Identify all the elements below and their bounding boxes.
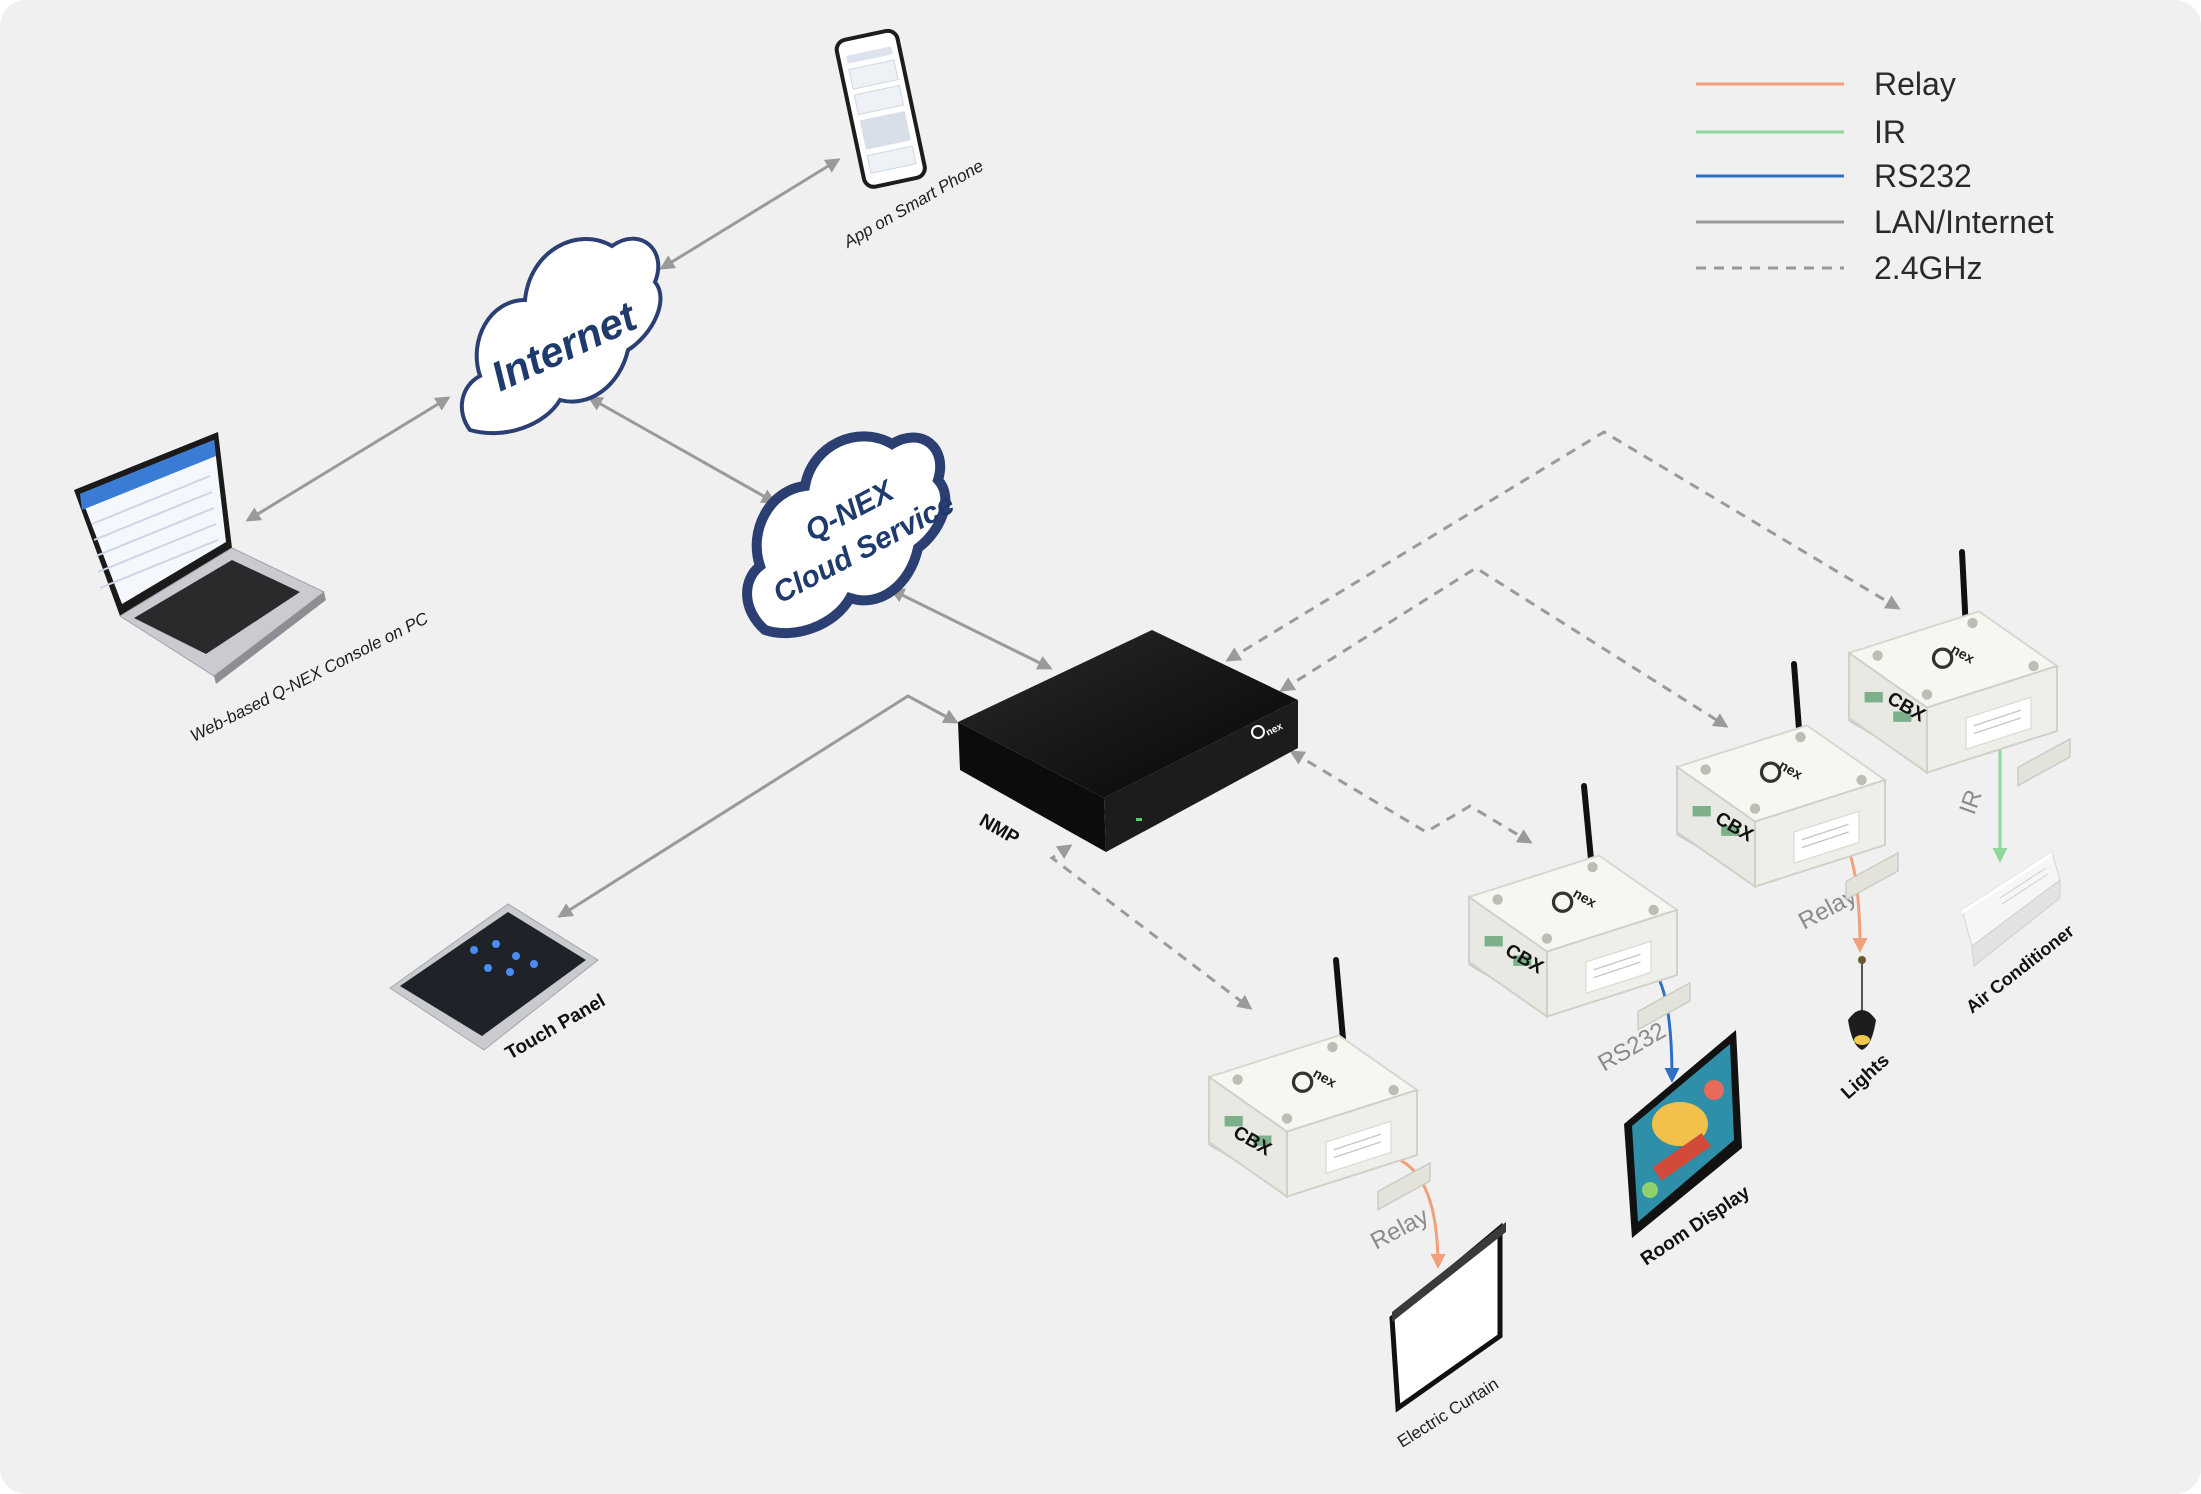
link-nmp-touchpanel (557, 694, 959, 918)
wireless-links (1049, 430, 1901, 1010)
link-cloud-nmp (889, 588, 1053, 670)
link-internet-laptop (245, 396, 451, 522)
legend-label-1: IR (1874, 114, 1906, 150)
cbx-lights: nex CBX (1675, 661, 1900, 902)
link-relay-curtain (1399, 1158, 1446, 1269)
link-nmp-cbx-lights (1279, 566, 1729, 728)
internet-cloud: Internet (459, 236, 663, 436)
nmp-device: nex NMP (958, 630, 1298, 852)
cloud-service-shape (742, 431, 951, 639)
link-nmp-cbx-ac (1225, 430, 1901, 662)
nmp-caption: NMP (976, 810, 1023, 849)
legend-label-4: 2.4GHz (1874, 250, 1982, 286)
lights-caption: Lights (1837, 1050, 1893, 1104)
internet-cloud-shape (459, 236, 663, 436)
legend-label-0: Relay (1874, 66, 1956, 102)
rs232-label: RS232 (1594, 1017, 1671, 1077)
cloud-service: Q-NEX Cloud Service (742, 431, 960, 639)
link-internet-phone (659, 158, 841, 270)
air-conditioner: Air Conditioner (1961, 851, 2078, 1017)
ir-label: IR (1954, 786, 1988, 818)
link-nmp-cbx-curtain (1049, 844, 1253, 1010)
lights: Lights (1837, 956, 1894, 1104)
legend-label-2: RS232 (1874, 158, 1972, 194)
cbx-ac: nex CBX (1847, 549, 2072, 788)
lan-links (245, 158, 1053, 918)
legend-label-3: LAN/Internet (1874, 204, 2054, 240)
electric-curtain: Electric Curtain (1389, 1222, 1506, 1451)
touch-panel: Touch Panel (389, 903, 609, 1064)
link-nmp-cbx-display (1289, 750, 1533, 844)
smartphone: App on Smart Phone (834, 28, 987, 252)
relay-label-curtain: Relay (1366, 1203, 1433, 1256)
laptop: Web-based Q-NEX Console on PC (74, 432, 432, 746)
cbx-display: nex CBX (1467, 783, 1692, 1032)
cbx-curtain: nex CBX (1207, 957, 1432, 1212)
link-internet-cloud (587, 396, 777, 504)
room-display: Room Display (1624, 1030, 1754, 1270)
